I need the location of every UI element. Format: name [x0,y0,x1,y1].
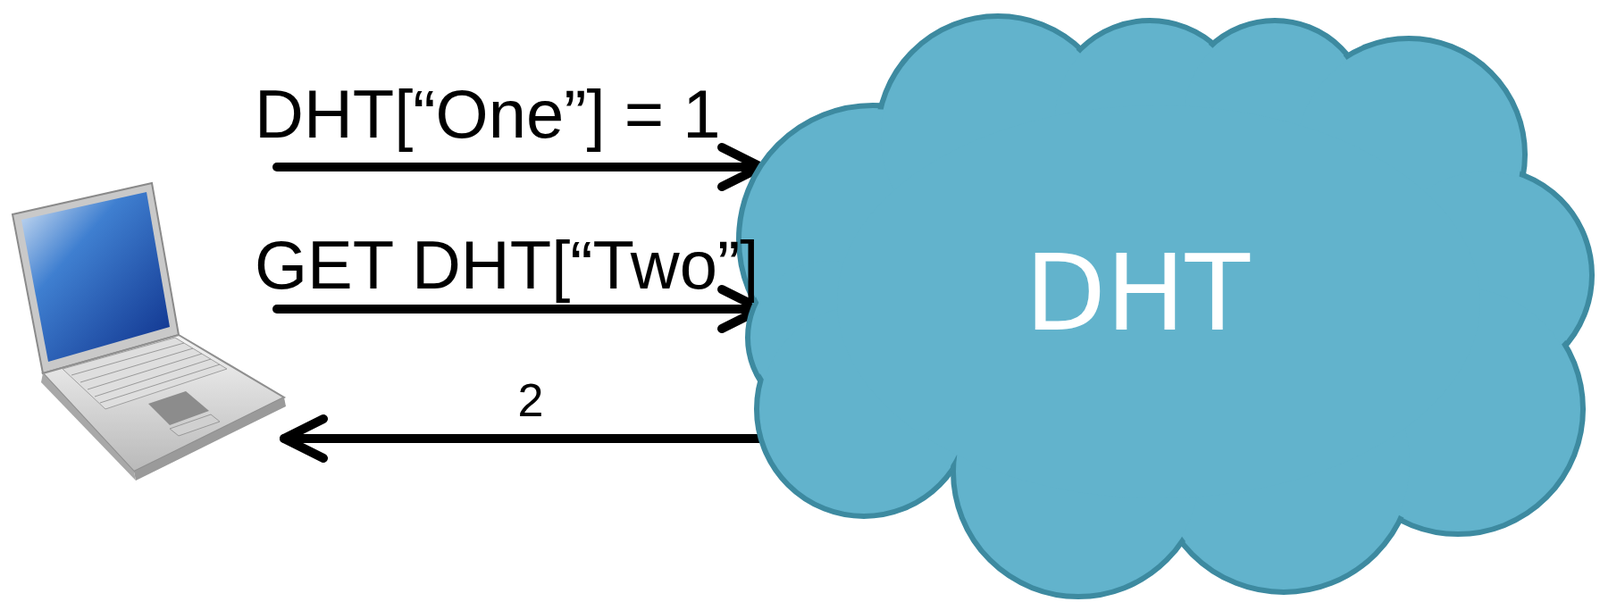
laptop-illustration [12,183,286,481]
arrow-line [276,162,762,172]
cloud-node: DHT [729,7,1600,602]
node-title: DHT [1024,240,1250,346]
arrow-line [276,304,762,314]
message-label: DHT[“One”] = 1 [254,80,721,149]
arrow-head [284,418,324,459]
arrow-line [284,434,769,444]
message-label: 2 [518,376,545,424]
message-label: GET DHT[“Two”] [254,231,759,300]
